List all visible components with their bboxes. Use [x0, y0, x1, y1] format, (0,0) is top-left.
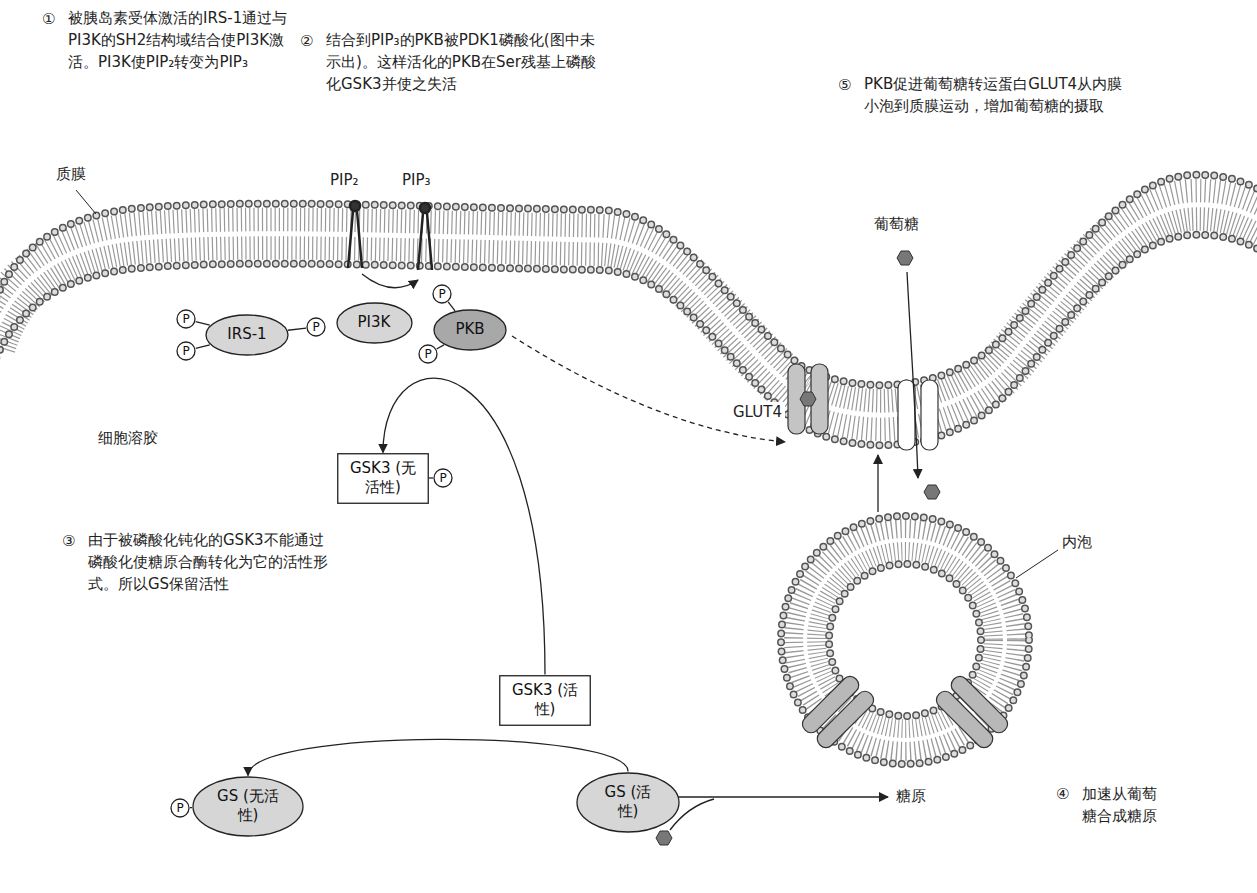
reaction-arrow	[383, 378, 545, 674]
bond-line	[190, 807, 192, 808]
phosphate-circle: P	[176, 341, 196, 361]
part-label: 质膜	[56, 164, 86, 186]
node-label: GS (无活性)	[214, 787, 282, 826]
protein-ellipse: PI3K	[336, 302, 413, 344]
enzyme-ellipse: GS (活性)	[576, 772, 680, 833]
bond-line	[448, 302, 455, 311]
bond-line	[196, 322, 210, 326]
node-label: IRS-1	[227, 325, 266, 345]
callout-number: ⑤	[838, 75, 851, 97]
part-label: GLUT4	[730, 402, 785, 424]
vesicle-glut4	[799, 673, 1011, 751]
callout-number: ②	[300, 31, 313, 53]
callout-number: ④	[1056, 784, 1069, 806]
leader-line	[76, 190, 96, 214]
vesicle-arrow	[877, 455, 878, 512]
glut4-transporter	[788, 364, 828, 434]
part-label: PIP₃	[402, 170, 431, 192]
pkb-glut4-arrow	[512, 336, 785, 442]
phosphate-circle: P	[306, 317, 326, 337]
bond-line	[288, 328, 306, 330]
enzyme-box: GSK3 (无活性)	[337, 453, 429, 504]
part-label: 葡萄糖	[874, 214, 919, 236]
node-label: GSK3 (活性)	[509, 681, 581, 720]
callout-text: 结合到PIP₃的PKB被PDK1磷酸化(图中未示出)。这样活化的PKB在Ser残…	[326, 30, 606, 95]
glycogen-arrow	[678, 796, 888, 797]
phosphate-label: P	[176, 802, 183, 814]
phosphate-label: P	[438, 288, 445, 300]
callout-text: 由于被磷酸化钝化的GSK3不能通过磷酸化使糖原合酶转化为它的活性形式。所以GS保…	[88, 530, 338, 595]
enzyme-box: GSK3 (活性)	[499, 675, 591, 726]
bond-line	[429, 477, 433, 478]
part-label: 糖原	[896, 786, 926, 808]
bond-line	[196, 345, 210, 349]
part-label: 细胞溶胶	[98, 428, 158, 450]
phosphate-label: P	[424, 348, 431, 360]
phosphate-circle: P	[170, 798, 190, 818]
vesicle	[781, 516, 1029, 764]
part-label: PIP₂	[330, 170, 359, 192]
phosphate-label: P	[312, 321, 319, 333]
protein-ellipse: PKB	[433, 309, 507, 351]
part-label: 内泡	[1062, 532, 1092, 554]
node-label: PKB	[455, 320, 484, 340]
enzyme-ellipse: GS (无活性)	[192, 776, 304, 837]
phosphate-circle: P	[433, 468, 453, 488]
phosphate-label: P	[182, 345, 189, 357]
leader-line	[1016, 550, 1058, 578]
callout-text: 加速从葡萄糖合成糖原	[1082, 784, 1168, 828]
node-label: GSK3 (无活性)	[347, 459, 419, 498]
phosphate-label: P	[182, 313, 189, 325]
phosphate-circle: P	[432, 284, 452, 304]
protein-ellipse: IRS-1	[205, 314, 289, 356]
pip-lipids	[348, 201, 432, 270]
callout-text: PKB促进葡萄糖转运蛋白GLUT4从内膜小泡到质膜运动，增加葡萄糖的摄取	[864, 74, 1124, 118]
node-label: GS (活性)	[598, 783, 658, 822]
phosphate-label: P	[439, 472, 446, 484]
callout-number: ①	[42, 9, 55, 31]
phosphate-circle: P	[176, 309, 196, 329]
phosphate-circle: P	[418, 344, 438, 364]
node-label: PI3K	[358, 313, 391, 333]
pip-arrow	[362, 274, 418, 288]
callout-number: ③	[62, 531, 75, 553]
callout-text: 被胰岛素受体激活的IRS-1通过与PI3K的SH2结构域结合使PI3K激活。PI…	[68, 8, 298, 73]
bond-line	[437, 345, 444, 349]
reaction-arrow	[248, 739, 628, 775]
glucose-transporter	[898, 380, 938, 450]
plasma-membrane	[0, 175, 1257, 445]
glucose-arrow	[907, 272, 918, 478]
